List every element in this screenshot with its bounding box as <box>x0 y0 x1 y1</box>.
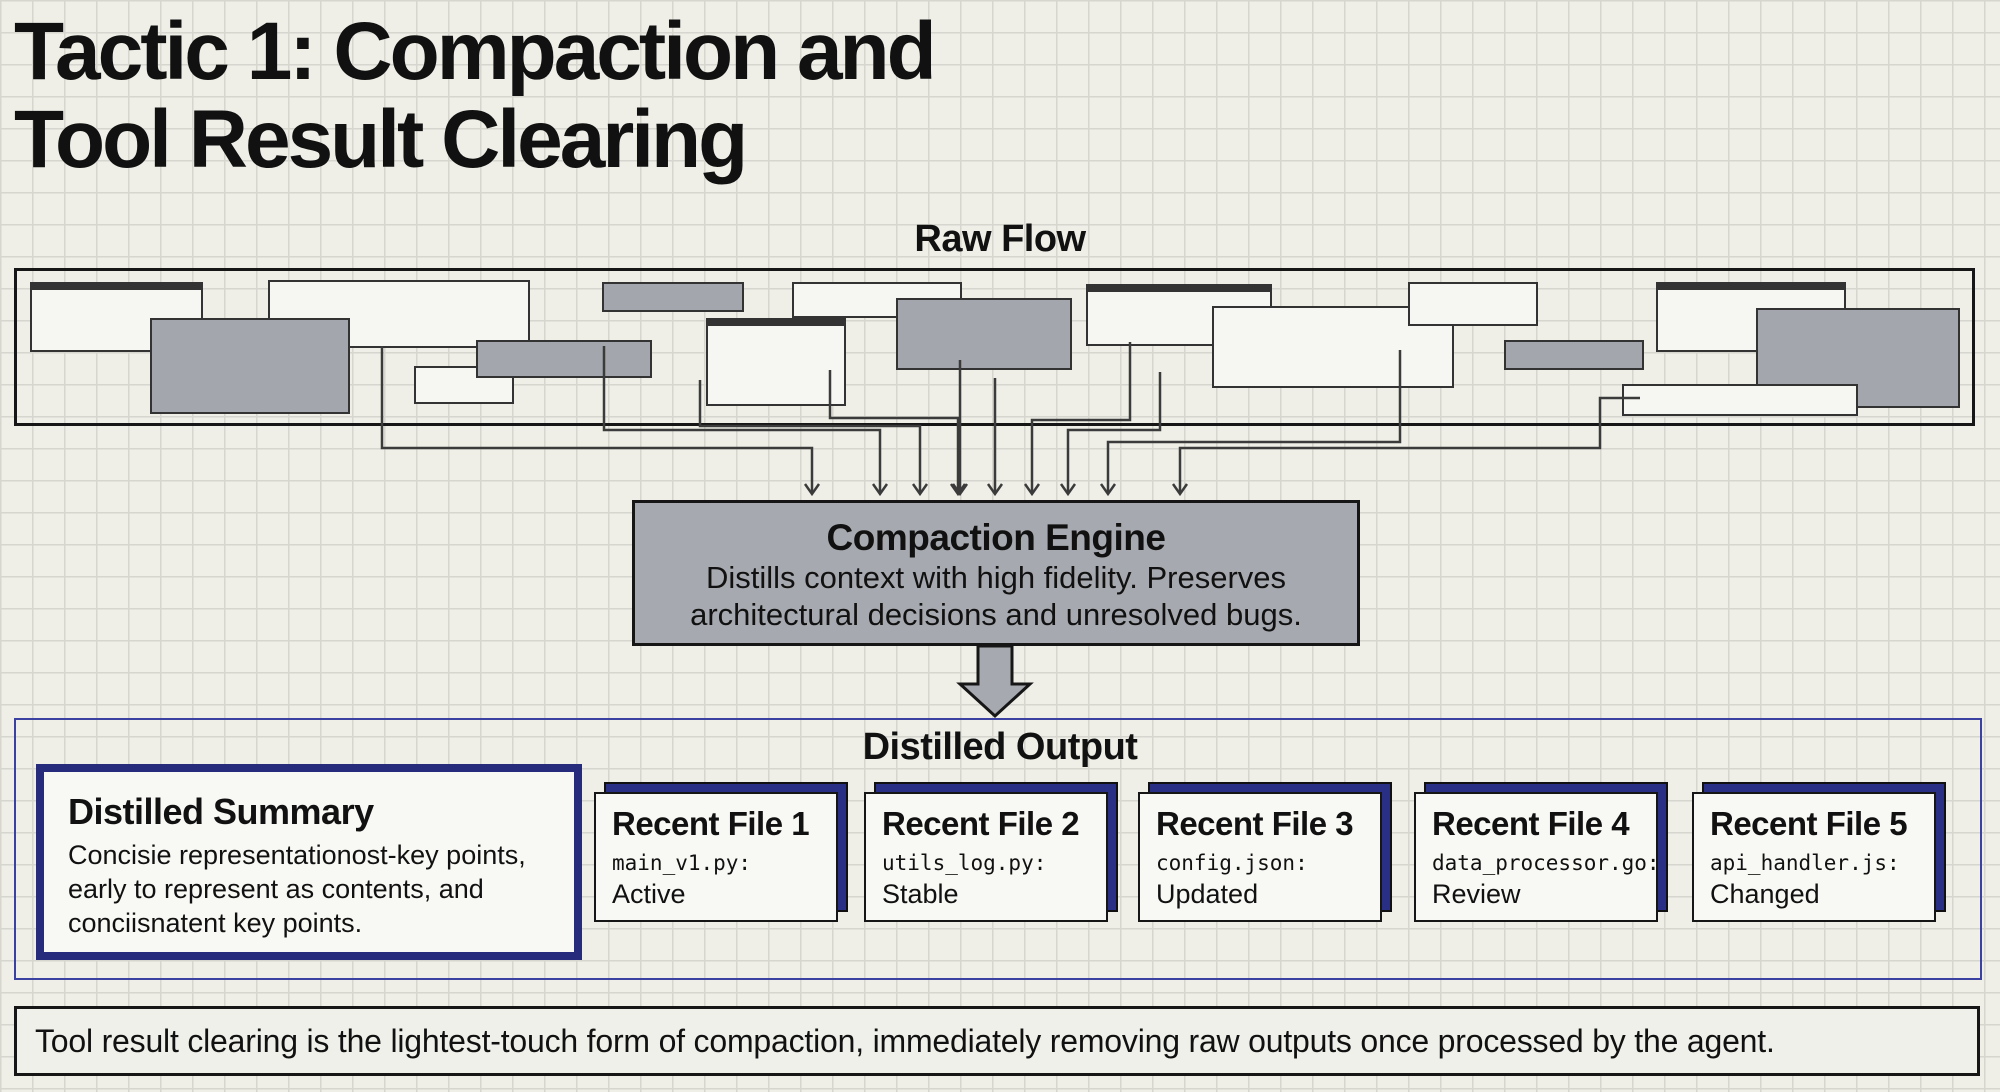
recent-file-title: Recent File 4 <box>1432 805 1630 842</box>
recent-file-title: Recent File 1 <box>612 805 810 842</box>
down-arrow-icon <box>956 644 1034 719</box>
recent-file-title: Recent File 5 <box>1710 805 1908 842</box>
distilled-output-frame <box>14 718 1982 980</box>
recent-file-card: Recent File 3 config.json: Updated <box>1138 782 1392 922</box>
raw-output-snippet <box>1408 282 1538 326</box>
recent-file-name: api_handler.js: <box>1710 851 1900 875</box>
recent-file-card: Recent File 5 api_handler.js: Changed <box>1692 782 1946 922</box>
recent-file-card: Recent File 1 main_v1.py: Active <box>594 782 848 922</box>
distilled-summary-title: Distilled Summary <box>68 791 374 832</box>
raw-output-snippet <box>1622 384 1858 416</box>
recent-file-status: Updated <box>1156 879 1259 909</box>
distilled-output-label: Distilled Output <box>862 726 1138 768</box>
raw-output-snippet <box>896 298 1072 370</box>
recent-file-name: main_v1.py: <box>612 851 752 875</box>
raw-output-snippet <box>150 318 350 414</box>
compaction-engine-box: Compaction Engine Distills context with … <box>632 500 1360 646</box>
recent-file-status: Review <box>1432 879 1521 909</box>
recent-file-card: Recent File 4 data_processor.go: Review <box>1414 782 1668 922</box>
recent-file-status: Active <box>612 879 686 909</box>
recent-file-title: Recent File 3 <box>1156 805 1354 842</box>
raw-output-snippet <box>1504 340 1644 370</box>
title-line-2: Tool Result Clearing <box>14 94 748 185</box>
recent-file-card: Recent File 2 utils_log.py: Stable <box>864 782 1118 922</box>
page-title: Tactic 1: Compaction and Tool Result Cle… <box>14 6 937 185</box>
recent-file-title: Recent File 2 <box>882 805 1080 842</box>
raw-output-snippet <box>602 282 744 312</box>
compaction-engine-title: Compaction Engine <box>826 517 1166 558</box>
recent-file-status: Changed <box>1710 879 1820 909</box>
raw-flow-label: Raw Flow <box>914 218 1086 260</box>
raw-output-snippet <box>706 318 846 406</box>
recent-file-name: config.json: <box>1156 851 1308 875</box>
distilled-summary-text: Concisie representationost-key points, e… <box>68 840 526 938</box>
compaction-engine-description: Distills context with high fidelity. Pre… <box>690 560 1302 632</box>
recent-file-name: utils_log.py: <box>882 851 1047 875</box>
distilled-summary-card: Distilled Summary Concisie representatio… <box>36 764 582 960</box>
raw-output-snippet <box>476 340 652 378</box>
footer-caption: Tool result clearing is the lightest-tou… <box>14 1006 1980 1076</box>
title-line-1: Tactic 1: Compaction and <box>14 6 937 97</box>
recent-file-status: Stable <box>882 879 959 909</box>
recent-file-name: data_processor.go: <box>1432 851 1660 875</box>
